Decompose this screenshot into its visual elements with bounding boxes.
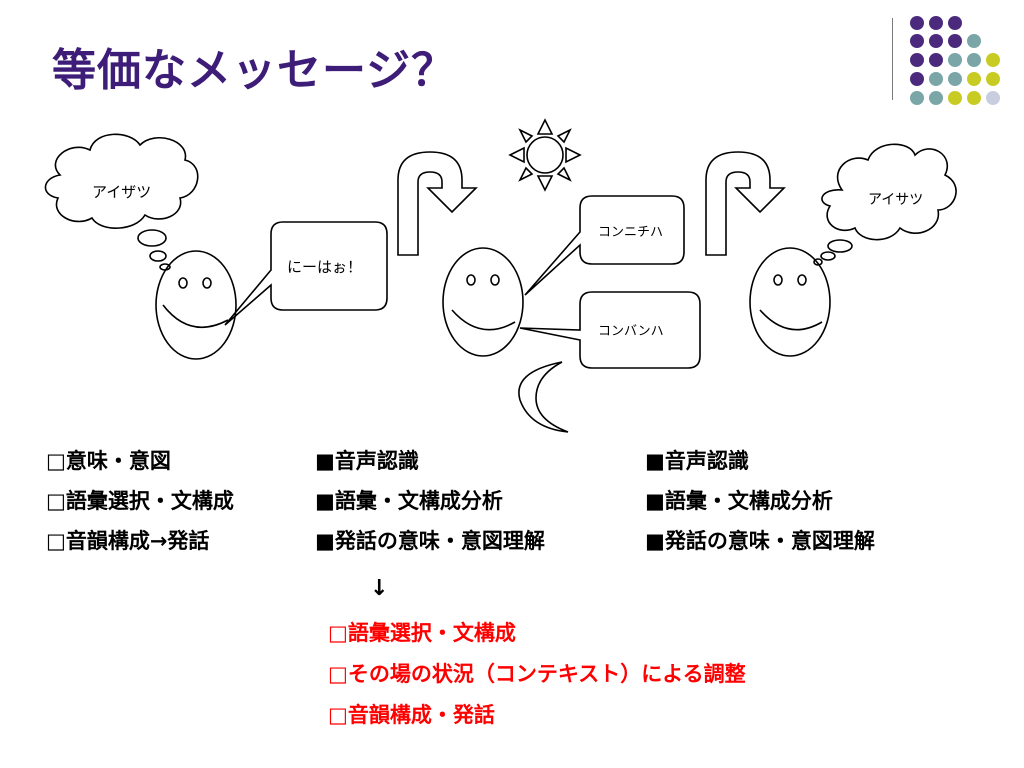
speaker-line-2: □語彙選択・文構成 (46, 489, 234, 513)
dot (948, 16, 962, 30)
thought-cloud-right: アイサツ (813, 143, 957, 266)
response-line-2: □その場の状況（コンテキスト）による調整 (328, 662, 746, 686)
bubble-2-text: コンニチハ (598, 225, 663, 240)
response-line-3: □音韻構成・発話 (328, 703, 495, 727)
dot (929, 16, 943, 30)
dot (948, 91, 962, 105)
thought-cloud-left: アイザツ (44, 133, 199, 271)
cloud-right-text: アイサツ (868, 192, 923, 208)
face-middle (442, 247, 524, 357)
dot (910, 53, 924, 67)
speaker-line-1: □意味・意図 (46, 449, 171, 473)
dot (986, 91, 1000, 105)
listener1-line-1: ■音声認識 (315, 449, 419, 473)
dot (948, 34, 962, 48)
dot (910, 34, 924, 48)
dot (910, 91, 924, 105)
dot (910, 16, 924, 30)
dot (967, 91, 981, 105)
bubble-1-text: にーはぉ！ (287, 258, 362, 276)
speech-bubble-2: コンニチハ (524, 195, 685, 296)
listener1-line-3: ■発話の意味・意図理解 (315, 529, 545, 553)
response-column: □語彙選択・文構成 □その場の状況（コンテキスト）による調整 □音韻構成・発話 (328, 620, 746, 743)
dot (948, 72, 962, 86)
cloud-left-text: アイザツ (92, 183, 151, 201)
listener2-line-1: ■音声認識 (645, 449, 749, 473)
listener-column-2: ■音声認識 ■語彙・文構成分析 ■発話の意味・意図理解 (645, 448, 875, 568)
dot (986, 53, 1000, 67)
down-arrow-icon: ↓ (370, 576, 389, 601)
dot (910, 72, 924, 86)
dot (929, 72, 943, 86)
response-line-1: □語彙選択・文構成 (328, 621, 516, 645)
face-left (155, 250, 237, 360)
speaker-line-3: □音韻構成→発話 (46, 529, 210, 553)
speech-bubble-3: コンバンハ (519, 291, 701, 369)
listener-column-1: ■音声認識 ■語彙・文構成分析 ■発話の意味・意図理解 (315, 448, 545, 568)
moon-icon (518, 361, 569, 433)
curved-arrow-icon (705, 151, 786, 256)
listener2-line-3: ■発話の意味・意図理解 (645, 529, 875, 553)
curved-arrow-icon (397, 151, 478, 256)
dot (967, 72, 981, 86)
dot (929, 34, 943, 48)
sun-icon (508, 118, 582, 192)
dot (967, 34, 981, 48)
listener2-line-2: ■語彙・文構成分析 (645, 489, 833, 513)
communication-illustration: アイザツ にーはぉ！ コンニチハ (44, 118, 957, 433)
slide-title: 等価なメッセージ？ (52, 45, 457, 96)
listener1-line-2: ■語彙・文構成分析 (315, 489, 503, 513)
title-divider (892, 18, 893, 100)
dot (929, 91, 943, 105)
bubble-3-text: コンバンハ (598, 324, 664, 339)
speech-bubble-1: にーはぉ！ (224, 221, 388, 326)
dot (967, 53, 981, 67)
face-right (749, 247, 831, 357)
dot (986, 72, 1000, 86)
dot (929, 53, 943, 67)
dot (948, 53, 962, 67)
speaker-column: □意味・意図 □語彙選択・文構成 □音韻構成→発話 (46, 448, 234, 568)
